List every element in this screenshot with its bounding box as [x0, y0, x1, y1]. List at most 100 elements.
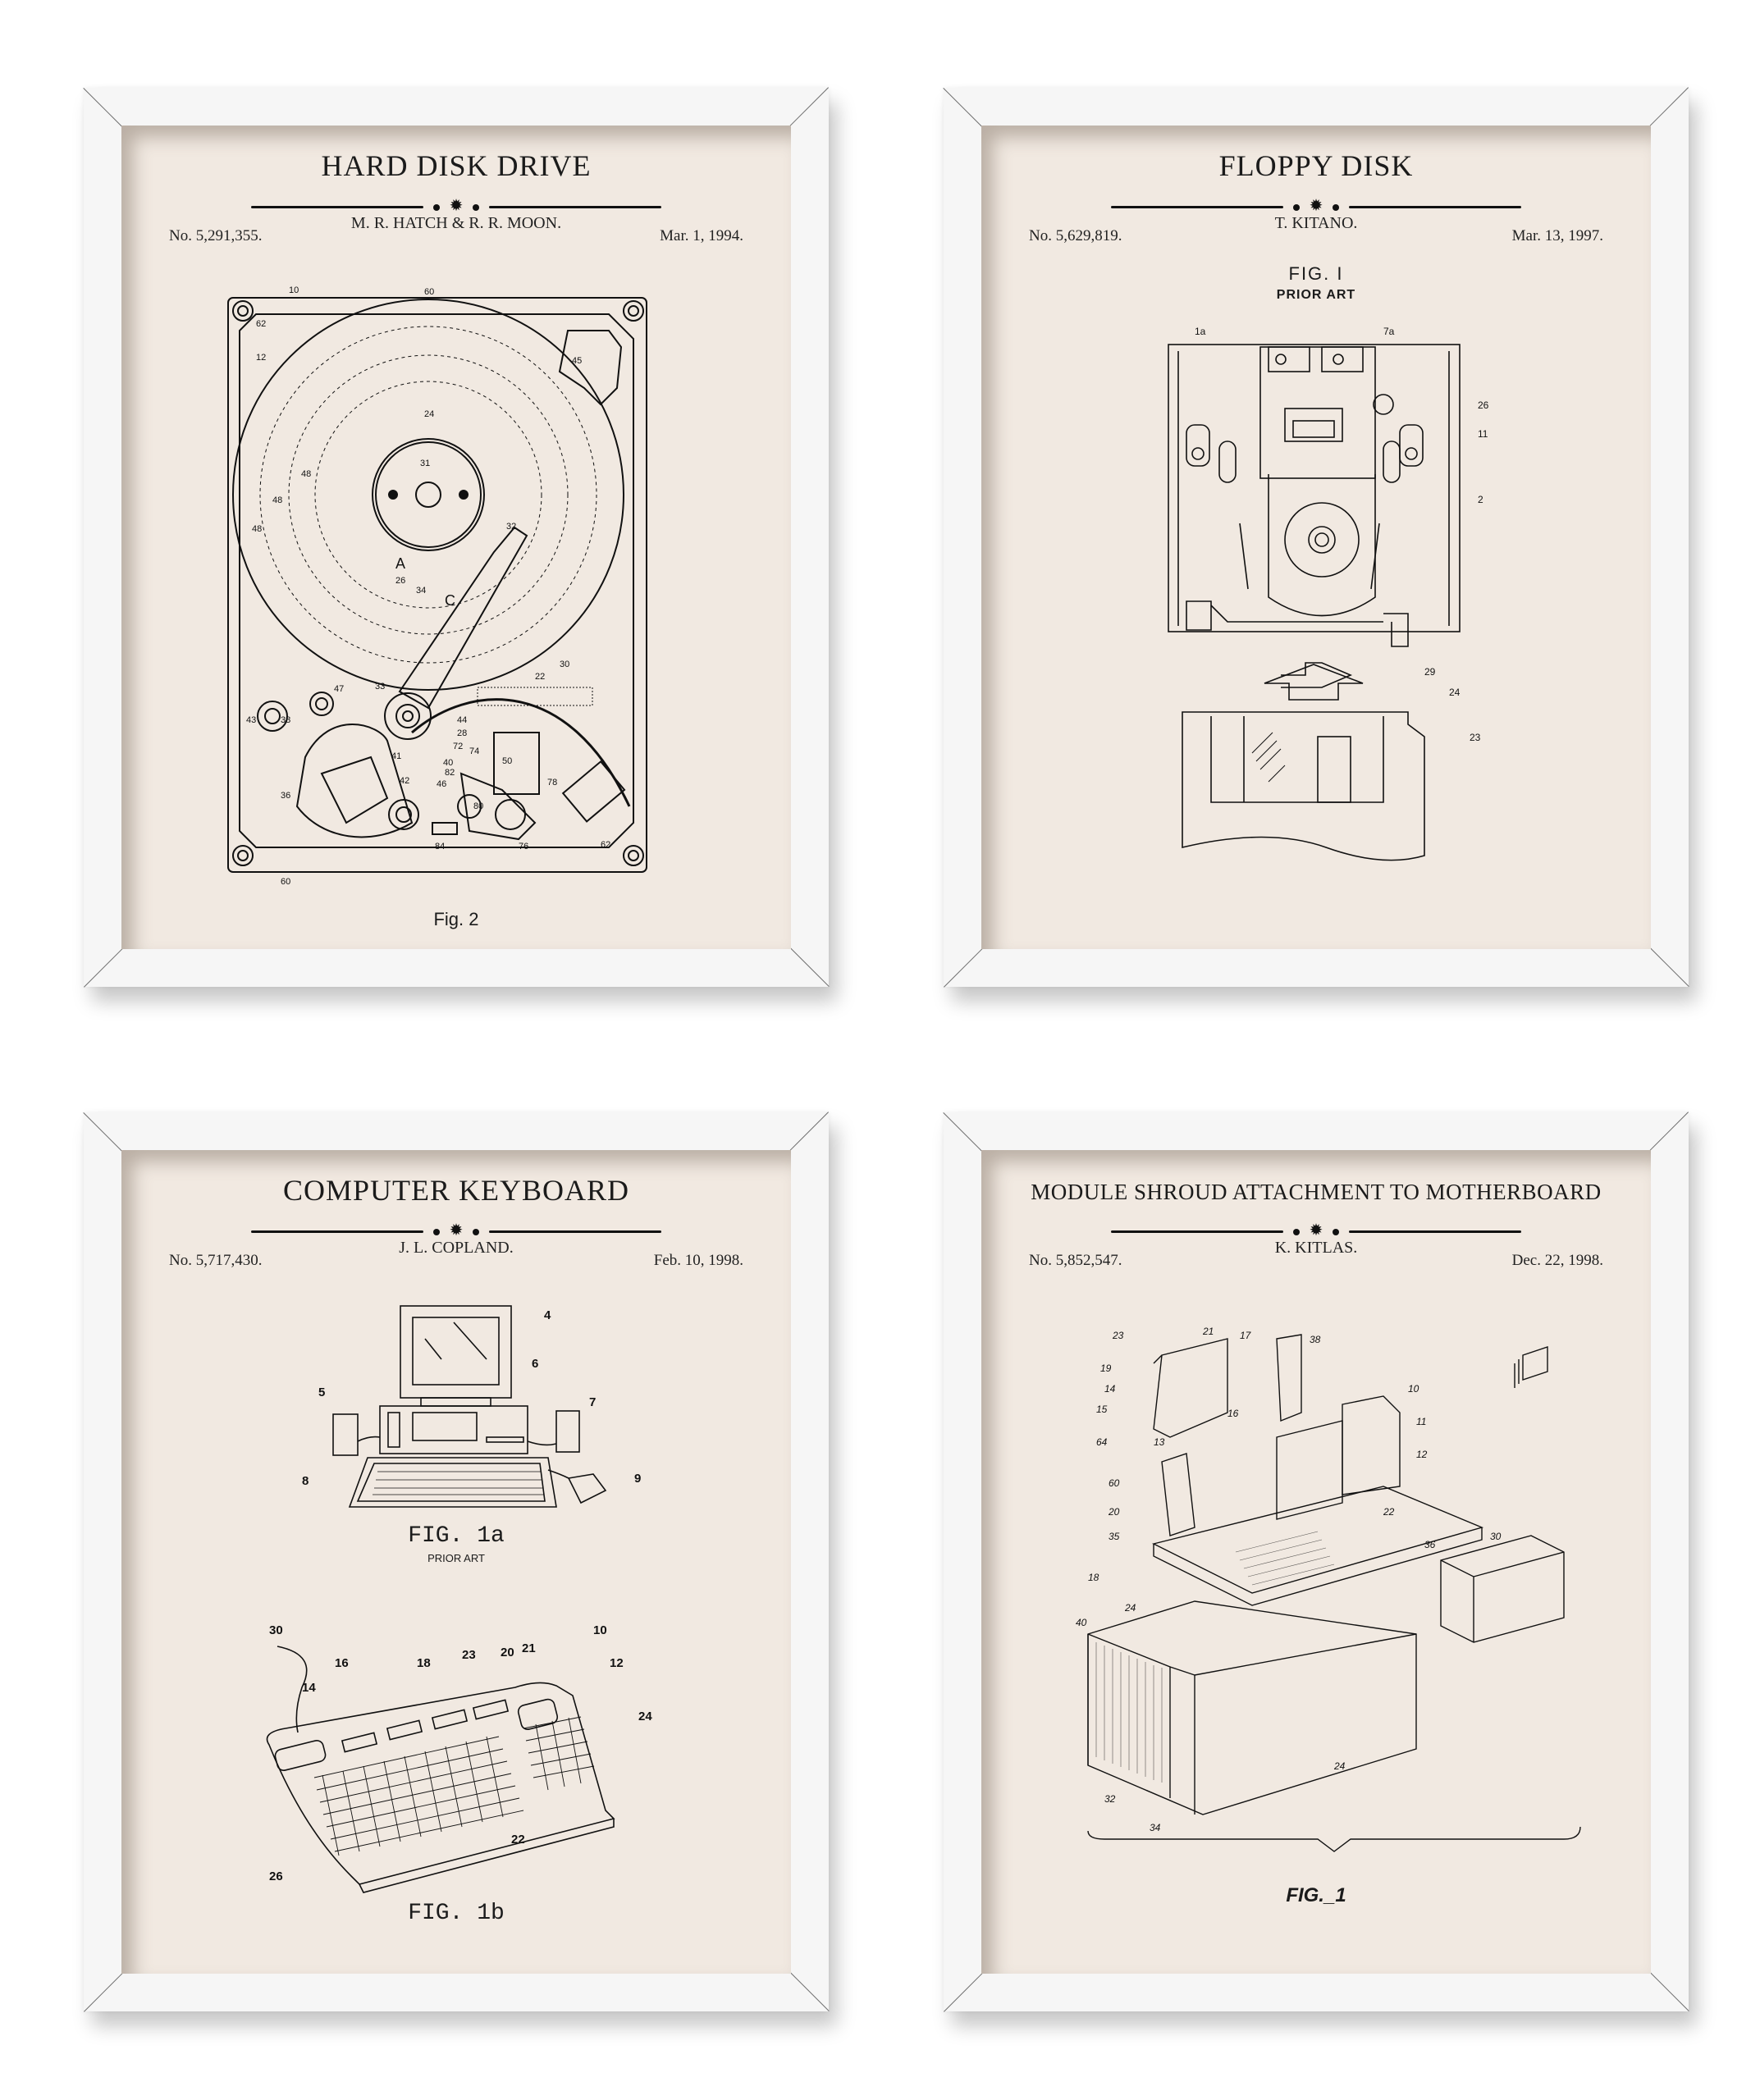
star-ornament-icon: ✹: [1309, 197, 1323, 215]
frame-miter: [83, 1112, 122, 1152]
print-paper: MODULE SHROUD ATTACHMENT TO MOTHERBOARD …: [981, 1150, 1651, 1974]
svg-text:22: 22: [511, 1833, 525, 1847]
frame-miter: [84, 1973, 123, 2012]
frame-miter: [944, 1973, 983, 2012]
frame-miter: [83, 88, 122, 127]
svg-text:13: 13: [1154, 1436, 1165, 1448]
svg-text:50: 50: [502, 756, 512, 766]
svg-text:16: 16: [1227, 1408, 1239, 1419]
star-ornament-icon: ✹: [1309, 1221, 1323, 1239]
svg-text:16: 16: [335, 1656, 349, 1670]
svg-text:15: 15: [1096, 1404, 1108, 1415]
svg-text:10: 10: [1408, 1383, 1419, 1395]
svg-text:38: 38: [281, 715, 290, 725]
frame-miter: [1649, 87, 1689, 126]
svg-text:9: 9: [634, 1472, 641, 1486]
figure-caption: FIG. I: [1288, 263, 1344, 284]
svg-text:6: 6: [532, 1357, 538, 1371]
svg-text:23: 23: [462, 1648, 476, 1662]
svg-text:48: 48: [252, 524, 262, 534]
frame-miter: [789, 1112, 829, 1151]
frame-miter: [943, 1112, 982, 1152]
svg-text:40: 40: [443, 758, 453, 768]
svg-text:12: 12: [256, 353, 266, 363]
frame-computer-keyboard: COMPUTER KEYBOARD ✹ J. L. COPLAND. No. 5…: [83, 1112, 830, 2012]
svg-text:24: 24: [1333, 1760, 1346, 1772]
svg-text:14: 14: [1104, 1383, 1116, 1395]
print-paper: HARD DISK DRIVE ✹ M. R. HATCH & R. R. MO…: [121, 126, 791, 949]
print-paper: COMPUTER KEYBOARD ✹ J. L. COPLAND. No. 5…: [121, 1150, 791, 1974]
svg-text:32: 32: [1104, 1793, 1116, 1805]
print-paper: FLOPPY DISK ✹ T. KITANO. No. 5,629,819. …: [981, 126, 1651, 949]
frame-miter: [1649, 1112, 1689, 1151]
patent-number: No. 5,852,547.: [1029, 1252, 1122, 1269]
svg-text:C: C: [445, 592, 455, 609]
svg-text:42: 42: [400, 776, 409, 786]
patent-date: Mar. 13, 1997.: [1511, 227, 1603, 244]
frame-module-shroud: MODULE SHROUD ATTACHMENT TO MOTHERBOARD …: [943, 1112, 1689, 2012]
svg-text:A: A: [395, 555, 405, 572]
svg-text:35: 35: [1109, 1531, 1120, 1542]
print-title: HARD DISK DRIVE: [321, 149, 592, 182]
inventor-name: M. R. HATCH & R. R. MOON.: [350, 214, 562, 232]
inventor-name: T. KITANO.: [1274, 214, 1358, 232]
svg-text:7: 7: [589, 1395, 596, 1409]
print-title: FLOPPY DISK: [1218, 149, 1414, 182]
figure-caption-1b: FIG. 1b: [408, 1901, 505, 1926]
svg-text:46: 46: [437, 779, 446, 789]
svg-text:30: 30: [560, 660, 569, 669]
svg-text:23: 23: [1470, 732, 1481, 743]
figure-caption-1a: FIG. 1a: [408, 1523, 505, 1549]
figure-caption: Fig. 2: [433, 909, 479, 929]
ornamental-divider: ✹: [1111, 1222, 1521, 1239]
svg-text:14: 14: [302, 1681, 316, 1695]
patent-number: No. 5,629,819.: [1029, 227, 1122, 244]
svg-text:23: 23: [1112, 1330, 1124, 1341]
frame-miter: [789, 87, 829, 126]
svg-text:17: 17: [1240, 1330, 1252, 1341]
svg-text:45: 45: [572, 356, 582, 366]
patent-date: Feb. 10, 1998.: [653, 1252, 743, 1269]
svg-text:64: 64: [1096, 1436, 1108, 1448]
svg-text:41: 41: [391, 751, 401, 761]
svg-text:84: 84: [435, 842, 445, 851]
svg-text:24: 24: [1124, 1602, 1136, 1614]
print-title: COMPUTER KEYBOARD: [282, 1174, 630, 1207]
svg-text:20: 20: [501, 1646, 514, 1659]
frame-miter: [944, 948, 983, 988]
svg-text:48: 48: [272, 495, 282, 505]
svg-text:11: 11: [1478, 428, 1488, 440]
svg-text:24: 24: [638, 1710, 652, 1723]
svg-text:26: 26: [269, 1869, 283, 1883]
star-ornament-icon: ✹: [449, 197, 464, 215]
svg-text:7a: 7a: [1383, 326, 1395, 337]
svg-text:26: 26: [1478, 399, 1489, 411]
svg-text:18: 18: [1088, 1572, 1099, 1583]
svg-text:1a: 1a: [1195, 326, 1206, 337]
svg-text:60: 60: [1109, 1477, 1120, 1489]
svg-text:31: 31: [420, 459, 430, 468]
frame-miter: [1650, 947, 1689, 987]
svg-text:2: 2: [1478, 494, 1483, 505]
svg-text:30: 30: [1490, 1531, 1502, 1542]
svg-text:36: 36: [281, 791, 290, 801]
svg-text:24: 24: [424, 409, 434, 419]
svg-text:30: 30: [269, 1623, 283, 1637]
patent-date: Mar. 1, 1994.: [660, 227, 743, 244]
frame-floppy-disk: FLOPPY DISK ✹ T. KITANO. No. 5,629,819. …: [943, 87, 1689, 988]
frame-miter: [943, 88, 982, 127]
patent-date: Dec. 22, 1998.: [1511, 1252, 1603, 1269]
svg-text:40: 40: [1076, 1617, 1087, 1628]
svg-text:82: 82: [445, 768, 455, 778]
star-ornament-icon: ✹: [449, 1221, 464, 1239]
svg-text:4: 4: [544, 1308, 551, 1322]
svg-text:33: 33: [375, 682, 385, 692]
svg-text:74: 74: [469, 746, 479, 756]
svg-text:20: 20: [1108, 1506, 1120, 1518]
inventor-name: J. L. COPLAND.: [399, 1239, 514, 1257]
svg-text:8: 8: [302, 1474, 309, 1488]
print-title: MODULE SHROUD ATTACHMENT TO MOTHERBOARD: [1031, 1180, 1602, 1204]
svg-text:11: 11: [1416, 1416, 1426, 1427]
